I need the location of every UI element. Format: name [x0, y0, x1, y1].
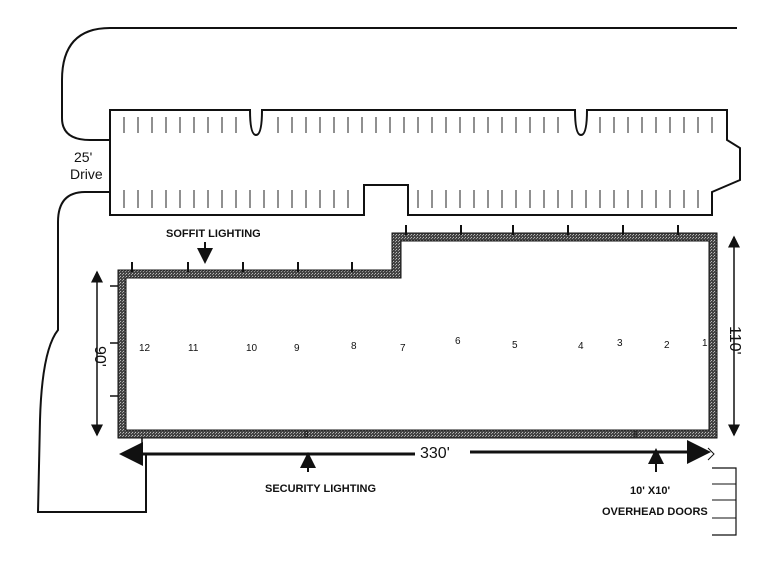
length-dimension-label: 330': [420, 445, 450, 462]
overhead-door-stack: [712, 467, 737, 536]
drive-text: Drive: [70, 166, 103, 182]
unit-number: 9: [294, 343, 300, 354]
unit-number: 5: [512, 340, 518, 351]
unit-number: 3: [617, 338, 623, 349]
bottom-wall-mark: 8: [633, 430, 638, 439]
building-wall: [117, 232, 718, 439]
unit-number: 11: [188, 343, 199, 354]
drive-width: 25': [74, 149, 93, 165]
right-depth-dimension-label: 110': [726, 326, 743, 355]
parking-lot-outline: [109, 109, 741, 216]
soffit-lighting-label: SOFFIT LIGHTING: [166, 228, 261, 240]
soffit-light-fixtures: [131, 225, 679, 272]
unit-number: 2: [664, 340, 670, 351]
drive-label: 25' Drive: [70, 150, 103, 181]
overhead-doors-label: OVERHEAD DOORS: [602, 506, 708, 518]
unit-number: 12: [139, 343, 151, 354]
security-lighting-label: SECURITY LIGHTING: [265, 483, 377, 495]
unit-number: 10: [246, 343, 258, 354]
unit-number: 4: [578, 341, 584, 352]
left-depth-dimension-label: 90': [91, 346, 108, 367]
unit-number: 8: [351, 341, 357, 352]
property-boundary-left: [36, 191, 147, 513]
corner-mark: [707, 447, 715, 461]
overhead-door-lines: [712, 483, 736, 519]
unit-number: 6: [455, 336, 461, 347]
parking-stalls: [123, 117, 713, 208]
bottom-wall-mark: 8: [304, 430, 309, 439]
property-boundary-top: [61, 27, 737, 141]
unit-number: 7: [400, 343, 406, 354]
unit-number: 1: [702, 338, 708, 349]
door-size-label: 10' X10': [630, 485, 671, 497]
